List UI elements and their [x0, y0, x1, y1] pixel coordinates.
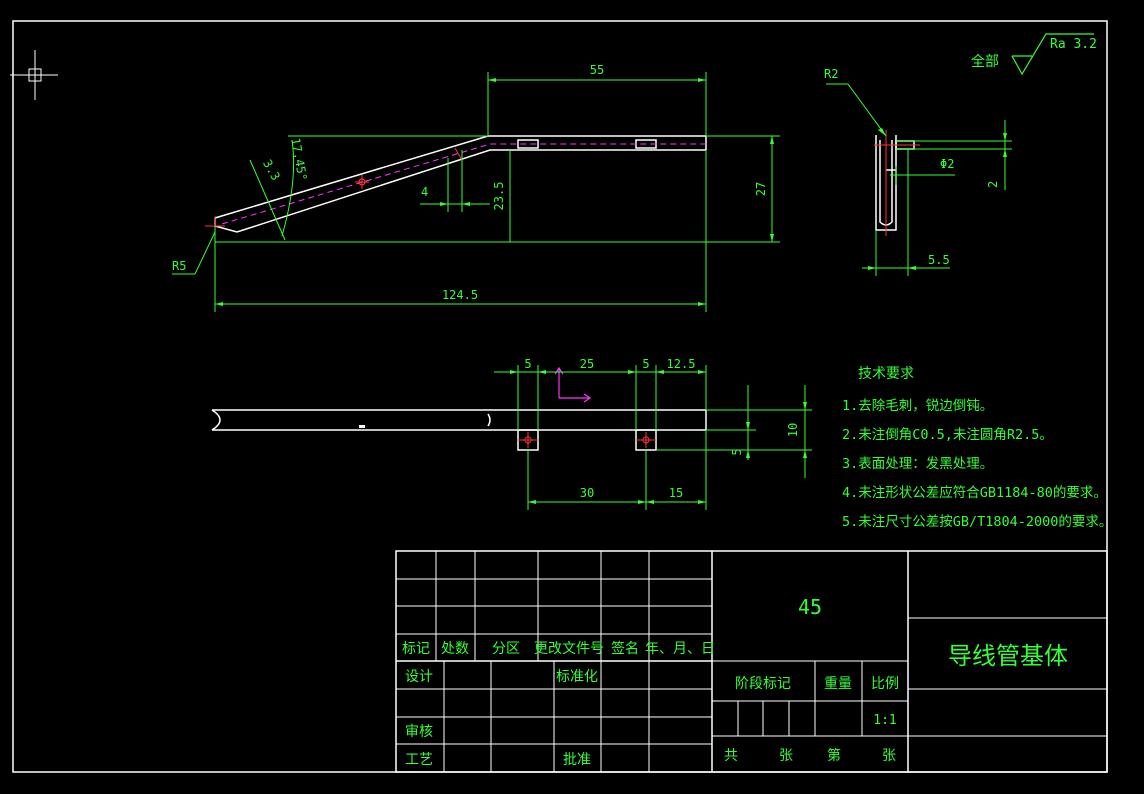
tech-item: 4.未注形状公差应符合GB1184-80的要求。: [842, 484, 1107, 501]
tb-scale-value: 1:1: [873, 713, 896, 728]
dim-3-3: 3.3: [260, 157, 283, 183]
title-block: 标记 处数 分区 更改文件号 签名 年、月、日 设计 标准化 审核 工艺 批准 …: [395, 550, 1108, 773]
dim-27: 27: [754, 182, 768, 196]
dim-55: 55: [590, 63, 604, 77]
crosshair-cursor-icon: [10, 50, 58, 100]
tech-heading: 技术要求: [858, 366, 914, 382]
dim-30: 30: [580, 486, 594, 500]
tb-signature: 签名: [611, 640, 639, 657]
dim-15: 15: [669, 486, 683, 500]
tb-material: 45: [798, 595, 822, 619]
tb-approve: 批准: [563, 752, 591, 768]
tb-process: 工艺: [405, 752, 433, 768]
tb-sheet-unit: 张: [882, 748, 896, 764]
dim-23-5: 23.5: [492, 182, 506, 211]
tb-count: 处数: [441, 641, 469, 657]
dim-2: 2: [986, 181, 1000, 188]
dim-r2: R2: [824, 67, 838, 81]
tb-scale-label: 比例: [871, 676, 899, 692]
dim-5-c: 5: [730, 448, 744, 455]
dim-10: 10: [786, 423, 800, 437]
dim-angle: 17.45°: [288, 137, 309, 182]
dim-5-a: 5: [524, 357, 531, 371]
tech-item: 1.去除毛刺，锐边倒钝。: [842, 398, 993, 414]
tech-item: 2.未注倒角C0.5,未注圆角R2.5。: [842, 427, 1053, 443]
tb-date: 年、月、日: [645, 641, 715, 657]
top-view: 5 25 5 12.5 10 5 30 15: [211, 357, 812, 510]
dim-12-5: 12.5: [667, 357, 696, 371]
tech-item: 3.表面处理：发黑处理。: [842, 456, 993, 472]
dim-5-5: 5.5: [928, 253, 950, 267]
roughness-value: Ra 3.2: [1050, 37, 1097, 52]
tb-change-doc: 更改文件号: [534, 641, 604, 657]
side-view: R2 Φ2 2 5.5: [824, 67, 1012, 276]
dim-phi2: Φ2: [940, 157, 954, 171]
front-view: 55 27 23.5 4 124.5 17.45° 3.3 R5: [172, 63, 780, 312]
roughness-prefix: 全部: [971, 53, 999, 70]
dim-r5: R5: [172, 259, 186, 273]
tb-title: 导线管基体: [948, 642, 1068, 670]
tb-standardize: 标准化: [556, 669, 598, 685]
tb-stage-mark: 阶段标记: [735, 676, 791, 692]
drawing-frame: [12, 20, 1108, 773]
dim-124-5: 124.5: [442, 288, 478, 302]
ucs-axis-icon: [554, 366, 592, 403]
tb-zone: 分区: [492, 641, 520, 657]
tb-sheet-no: 第: [827, 747, 841, 764]
tb-design: 设计: [405, 669, 433, 685]
dim-25: 25: [580, 357, 594, 371]
dim-5-b: 5: [642, 357, 649, 371]
tb-total: 共: [724, 748, 738, 764]
tb-weight: 重量: [824, 676, 852, 692]
tech-item: 5.未注尺寸公差按GB/T1804-2000的要求。: [842, 514, 1112, 530]
tb-mark: 标记: [402, 641, 430, 657]
dim-4: 4: [421, 185, 428, 199]
tech-requirements: 技术要求 1.去除毛刺，锐边倒钝。 2.未注倒角C0.5,未注圆角R2.5。 3…: [842, 366, 1112, 530]
tb-review: 审核: [405, 724, 433, 740]
roughness-symbol: 全部 Ra 3.2: [971, 33, 1097, 76]
tb-sheets: 张: [779, 748, 793, 764]
